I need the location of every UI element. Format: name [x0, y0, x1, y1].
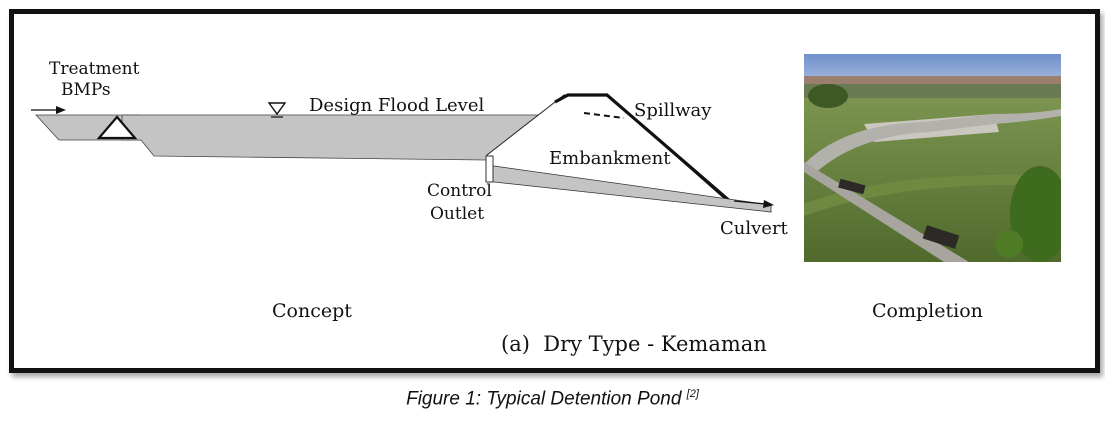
control-outlet-label-line2: Outlet [430, 204, 485, 224]
concept-section-label: Concept [272, 300, 352, 322]
flood-level-marker [267, 102, 287, 118]
spillway-dashed-line [583, 112, 625, 119]
pond-water [121, 114, 550, 161]
figure-frame: Treatment BMPs Design Flood Level Spillw… [9, 9, 1100, 373]
design-flood-level-label: Design Flood Level [309, 95, 485, 116]
caption-reference: [2] [686, 388, 699, 400]
treatment-label-line1: Treatment [49, 59, 140, 79]
treatment-label-line2: BMPs [61, 80, 111, 100]
concept-diagram [31, 93, 774, 213]
caption-text: Figure 1: Typical Detention Pond [406, 388, 687, 410]
treatment-bmp-symbol [96, 115, 138, 140]
culvert-label: Culvert [720, 218, 788, 239]
figure-caption: Figure 1: Typical Detention Pond [2] [0, 388, 1105, 410]
spillway-label: Spillway [634, 100, 712, 121]
embankment-crest [554, 93, 734, 205]
outflow-arrow [733, 200, 774, 208]
completion-photo [804, 54, 1061, 262]
completion-section-label: Completion [872, 300, 983, 322]
embankment-label: Embankment [549, 148, 671, 169]
inflow-arrow [31, 106, 66, 114]
control-outlet-label-line1: Control [427, 181, 492, 201]
control-outlet [485, 155, 494, 183]
diagram-subtitle: (a) Dry Type - Kemaman [501, 332, 767, 356]
